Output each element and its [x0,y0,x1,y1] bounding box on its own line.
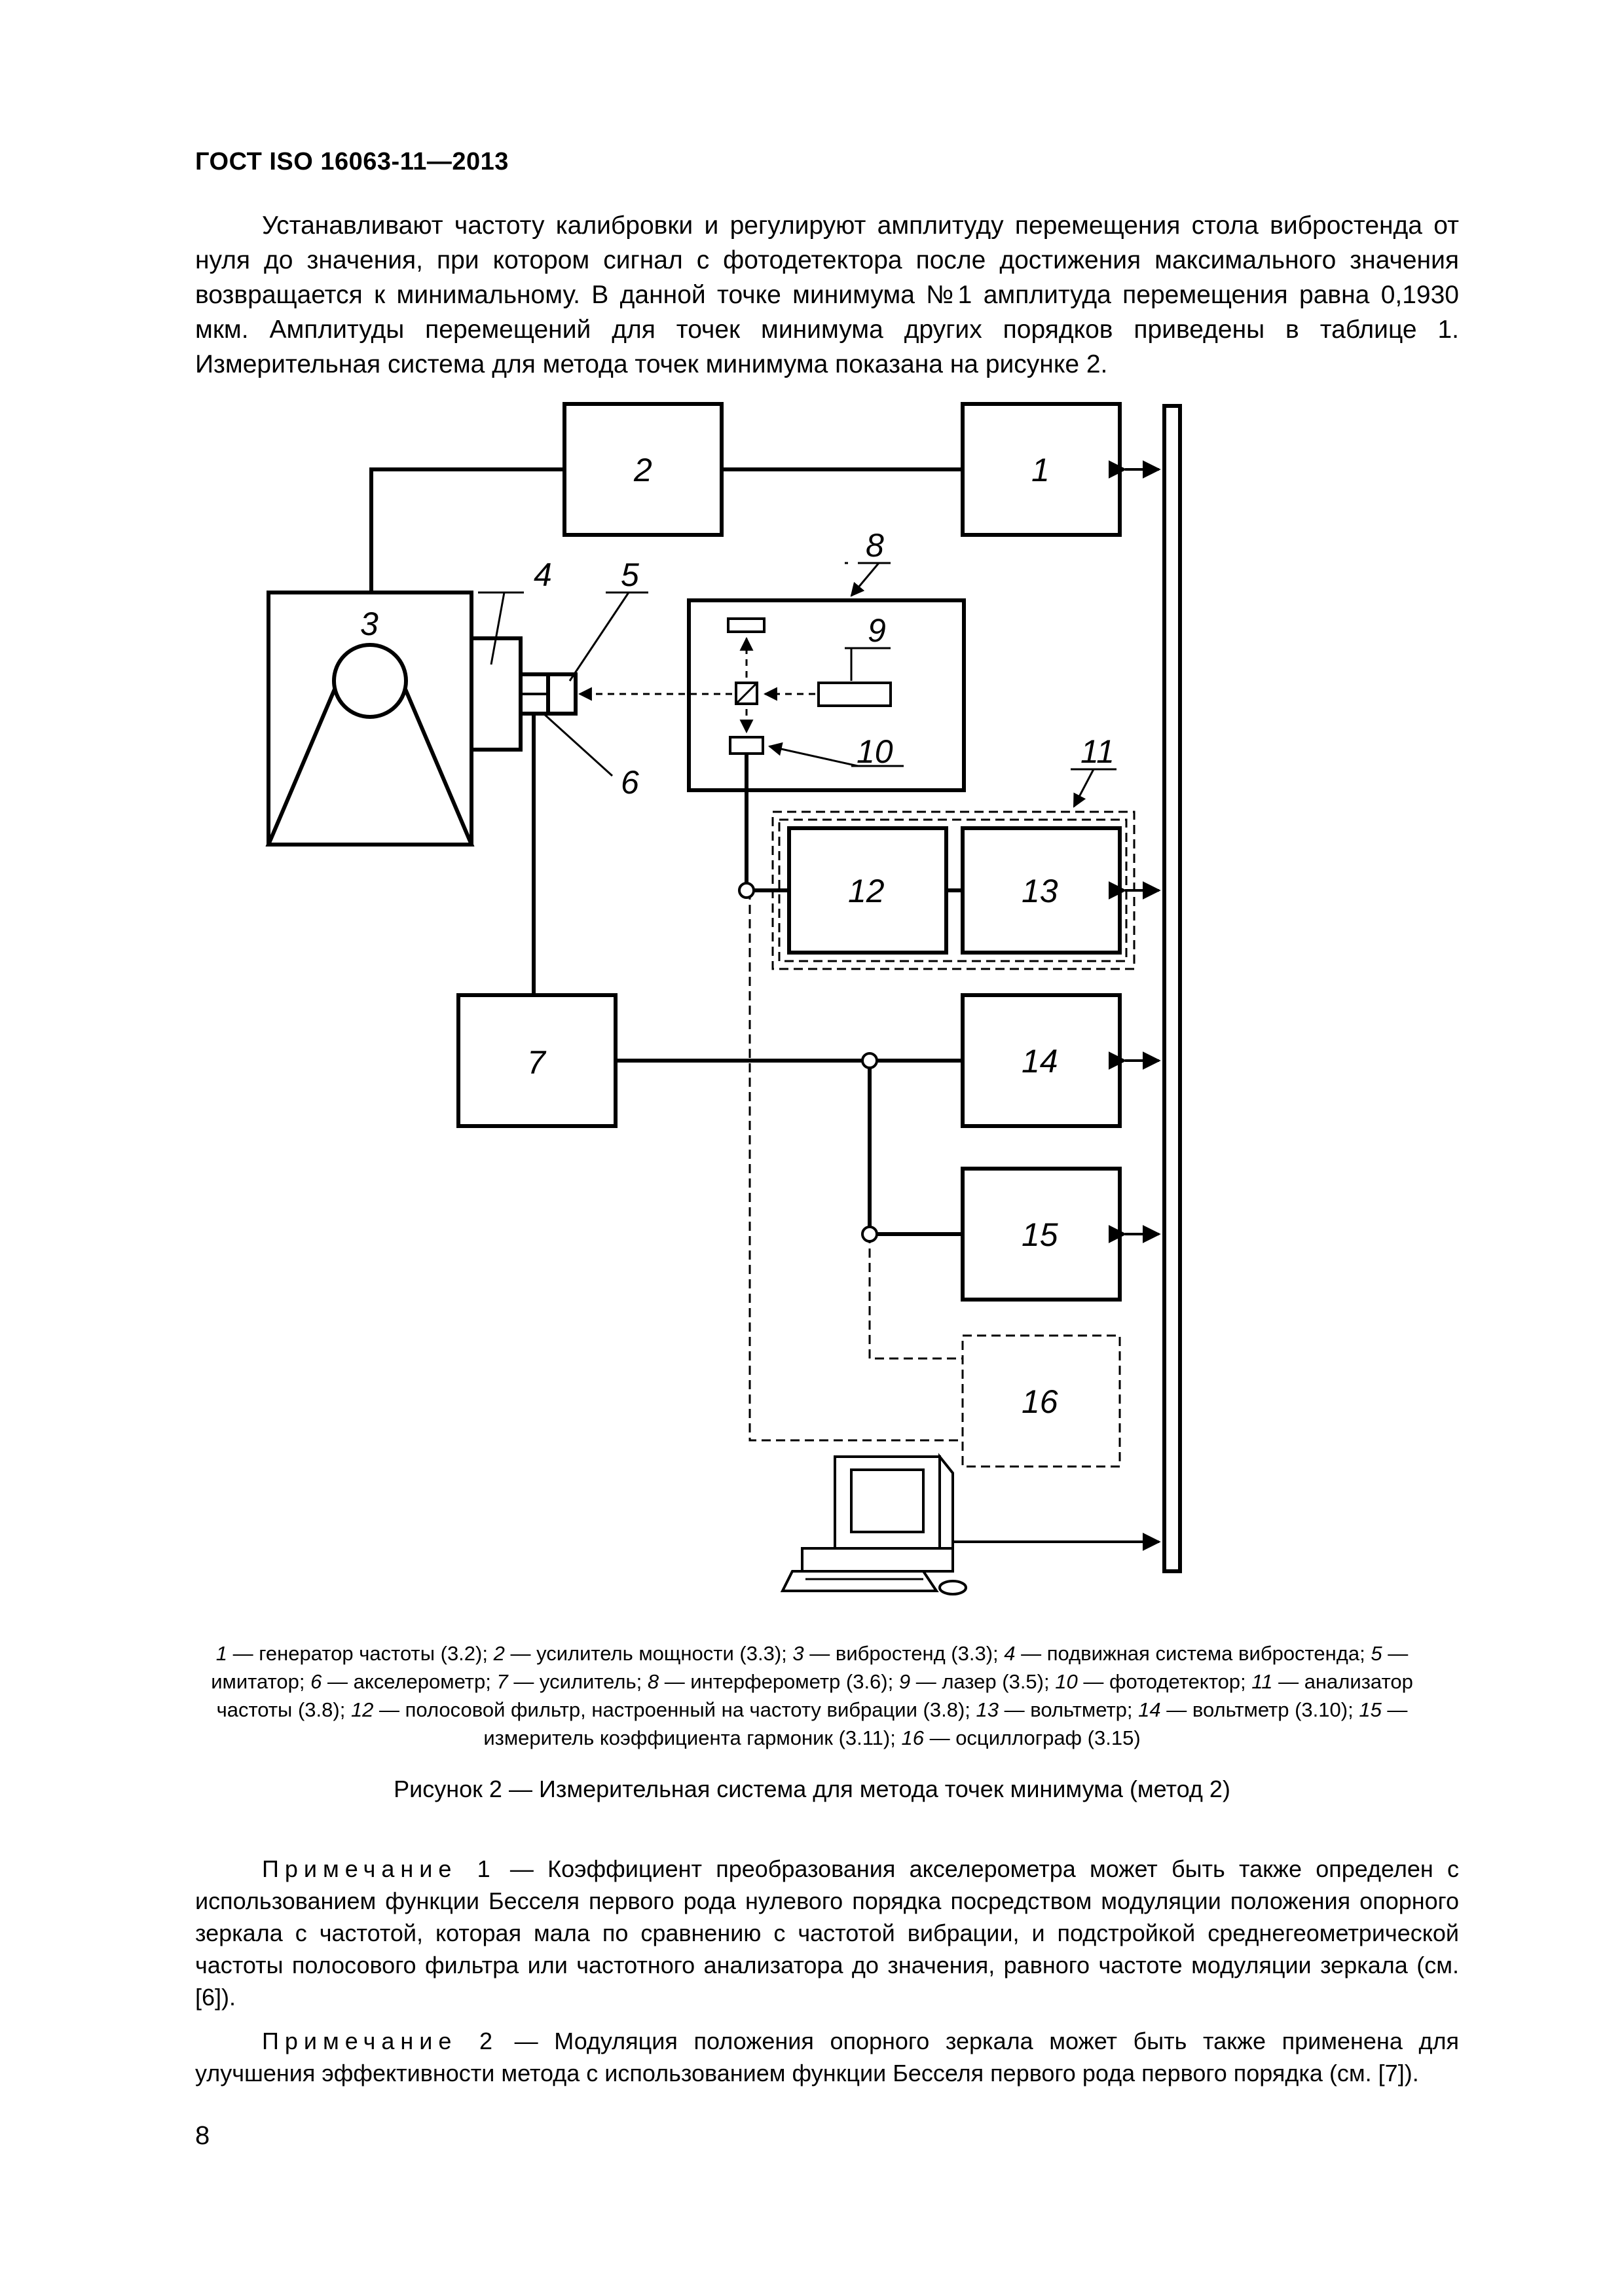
label-9: 9 [868,612,886,649]
legend-number: 6 [310,1670,322,1693]
page-number: 8 [195,2121,210,2150]
legend-text: — подвижная система вибростенда; [1015,1642,1371,1665]
legend-number: 10 [1055,1670,1078,1693]
legend-text: — усилитель мощности (3.3); [504,1642,793,1665]
block-8-interferometer [687,598,966,792]
figure-caption: Рисунок 2 — Измерительная система для ме… [394,1776,1230,1802]
reference-mirror [727,617,766,633]
label-11: 11 [1080,733,1115,770]
block-4-armature [470,636,523,752]
label-6: 6 [621,764,639,801]
legend-number: 12 [350,1698,374,1721]
label-1: 1 [1031,452,1050,488]
legend-text: — усилитель; [507,1670,648,1693]
legend-number: 7 [496,1670,508,1693]
note-2: Примечание 2 — Модуляция положения опорн… [195,2025,1459,2089]
intro-paragraph: Устанавливают частоту калибровки и регул… [195,208,1459,382]
label-15: 15 [1022,1216,1058,1253]
legend-text: — вольтметр (3.10); [1160,1698,1359,1721]
legend-text: — вибростенд (3.3); [803,1642,1005,1665]
legend-number: 13 [976,1698,999,1721]
label-10: 10 [857,733,893,770]
note-2-label: Примечание 2 [262,2028,499,2054]
figure-legend: 1 — генератор частоты (3.2); 2 — усилите… [196,1639,1428,1752]
legend-text: — интерферометр (3.6); [659,1670,899,1693]
legend-number: 14 [1138,1698,1161,1721]
label-16: 16 [1022,1383,1058,1420]
legend-number: 3 [792,1642,804,1665]
label-3: 3 [360,606,378,642]
notes-section: Примечание 1 — Коэффициент преобразовани… [195,1853,1459,2089]
label-12: 12 [848,873,885,909]
label-7: 7 [527,1044,547,1081]
legend-number: 2 [493,1642,505,1665]
legend-text: — лазер (3.5); [910,1670,1056,1693]
legend-text: — акселерометр; [322,1670,497,1693]
legend-number: 9 [898,1670,911,1693]
legend-text: — осциллограф (3.15) [923,1726,1141,1749]
legend-number: 8 [647,1670,659,1693]
block-10-photodetector [729,736,764,755]
note-1-label: Примечание 1 [262,1855,496,1882]
legend-text: — измеритель коэффициента гармоник (3.11… [483,1698,1408,1749]
label-14: 14 [1022,1043,1058,1080]
label-2: 2 [633,452,652,488]
legend-number: 15 [1359,1698,1382,1721]
beam-splitter [735,682,758,705]
legend-text: — генератор частоты (3.2); [227,1642,494,1665]
note-1: Примечание 1 — Коэффициент преобразовани… [195,1853,1459,2013]
note-1-text: — Коэффициент преобразования акселеромет… [195,1855,1459,2011]
legend-number: 5 [1371,1642,1382,1665]
intro-text: Устанавливают частоту калибровки и регул… [195,211,1459,378]
block-5-simulator [546,672,578,716]
legend-text: — фотодетектор; [1077,1670,1252,1693]
document-header: ГОСТ ISO 16063-11—2013 [195,148,509,175]
bus-bar [1162,404,1182,1573]
label-13: 13 [1022,873,1058,909]
label-8: 8 [866,527,884,564]
block-9-laser [817,682,892,707]
label-5: 5 [621,556,639,593]
legend-text: — вольтметр; [999,1698,1139,1721]
legend-text: — полосовой фильтр, настроенный на часто… [373,1698,976,1721]
block-16-oscilloscope [961,1334,1121,1468]
computer-icon [780,1453,967,1595]
note-2-text: — Модуляция положения опорного зеркала м… [195,2028,1459,2086]
legend-number: 16 [901,1726,924,1749]
legend-number: 11 [1251,1670,1273,1693]
legend-text: — имитатор; [211,1642,1409,1693]
legend-text: — анализатор частоты (3.8); [216,1670,1413,1721]
legend-number: 1 [215,1642,228,1665]
legend-number: 4 [1004,1642,1016,1665]
label-4: 4 [534,556,552,593]
